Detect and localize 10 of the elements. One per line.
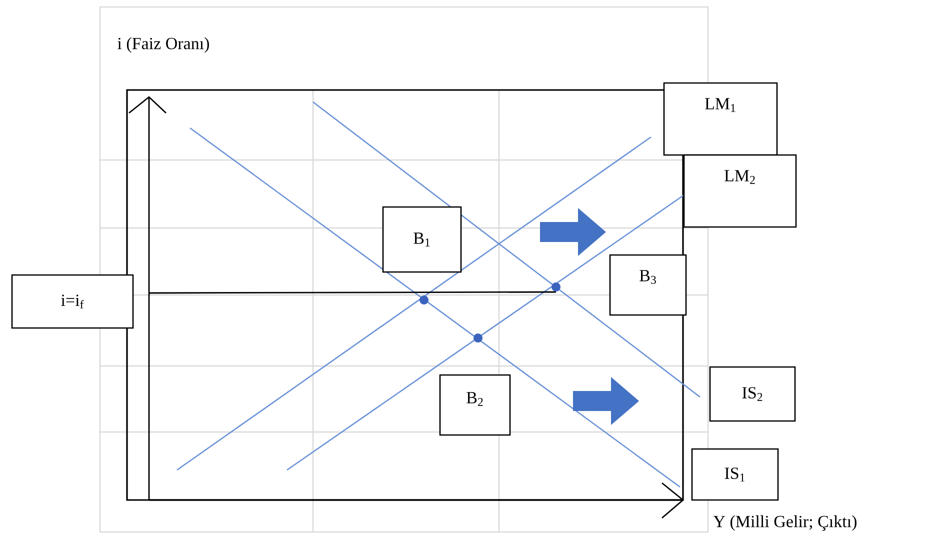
label-box: LM$_{1}$ bbox=[663, 82, 778, 156]
label-box: B$_{3}$ bbox=[609, 254, 687, 316]
axis-label: Y (Milli Gelir; Çıktı) bbox=[713, 515, 856, 531]
label-box: i=i$_{f}$ bbox=[11, 274, 134, 329]
label-box: LM$_{2}$ bbox=[683, 154, 797, 228]
label-box: IS$_{1}$ bbox=[691, 448, 779, 501]
label-box: B$_{1}$ bbox=[382, 206, 462, 273]
label-box: IS$_{2}$ bbox=[709, 366, 796, 422]
label-box: B$_{2}$ bbox=[439, 374, 511, 436]
axis-label: i (Faiz Oranı) bbox=[118, 37, 209, 53]
